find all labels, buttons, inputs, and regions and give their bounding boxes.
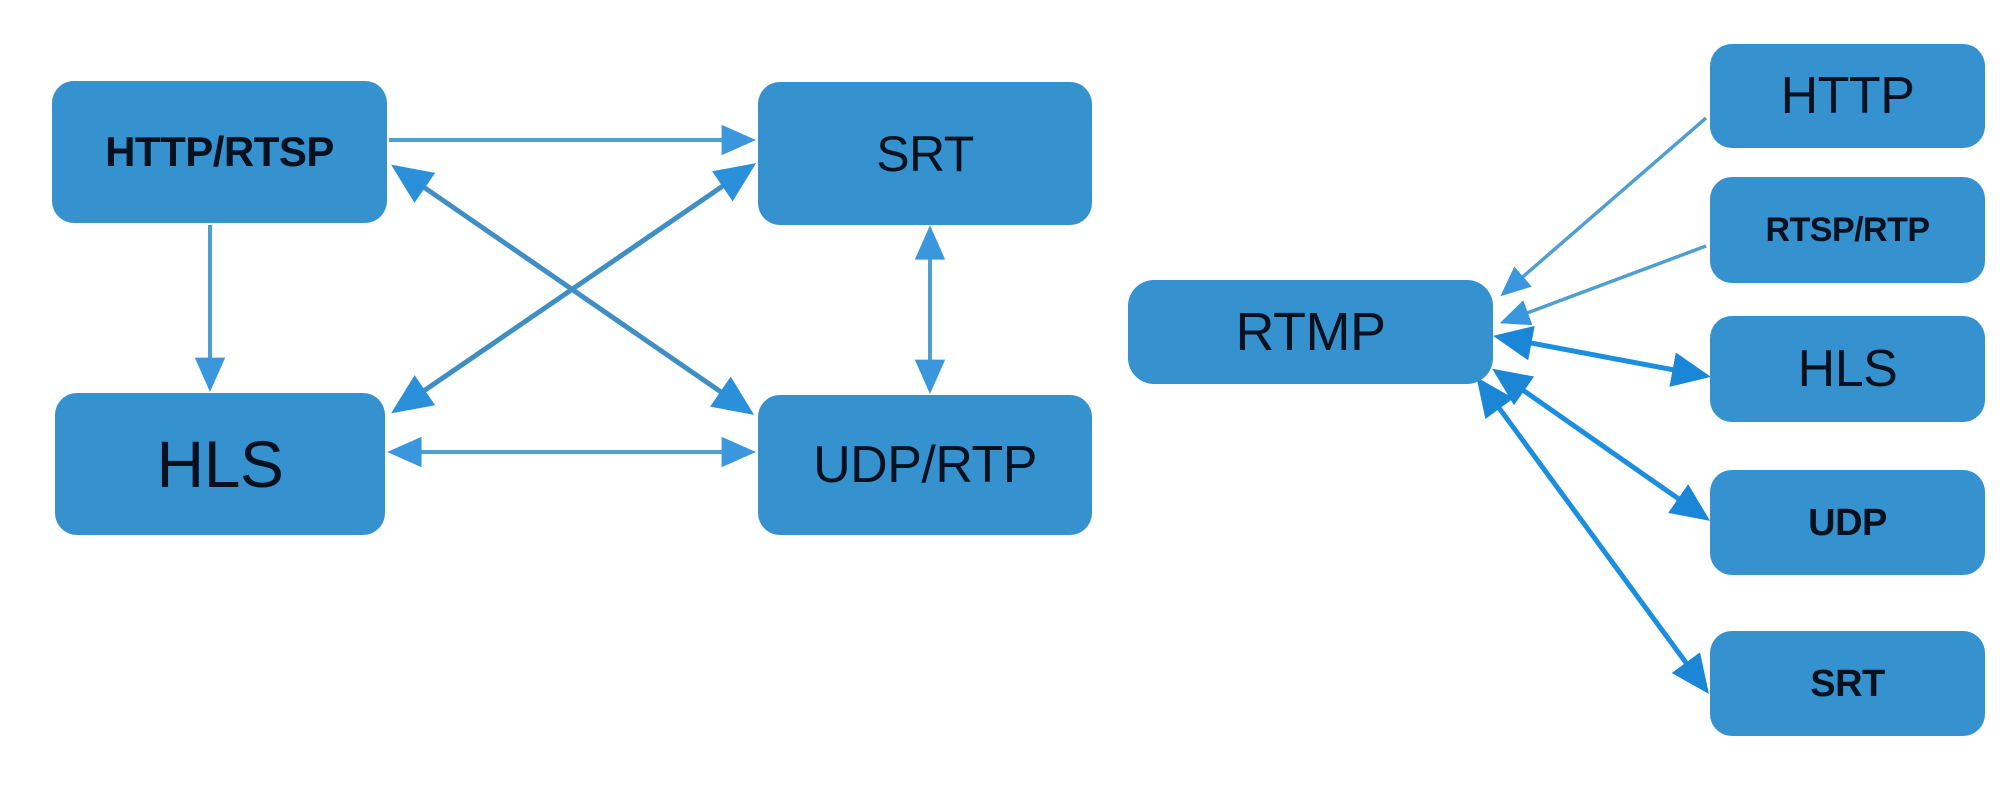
- node-rtmp[interactable]: RTMP: [1128, 280, 1493, 384]
- node-srt-right-label: SRT: [1810, 662, 1885, 705]
- node-rtmp-label: RTMP: [1235, 302, 1386, 362]
- node-http-right-label: HTTP: [1780, 67, 1915, 125]
- node-rtsp-rtp[interactable]: RTSP/RTP: [1710, 177, 1985, 283]
- node-http-rtsp-label: HTTP/RTSP: [105, 128, 334, 175]
- node-udp-rtp[interactable]: UDP/RTP: [758, 395, 1092, 535]
- edge-rtmp-to-hlsr: [1493, 325, 1711, 387]
- node-udp-right[interactable]: UDP: [1710, 470, 1985, 575]
- edge-rtmp-to-srtr: [1476, 377, 1709, 695]
- node-udp-rtp-label: UDP/RTP: [813, 436, 1037, 494]
- node-srt-left[interactable]: SRT: [758, 82, 1092, 225]
- node-http-right[interactable]: HTTP: [1710, 44, 1985, 148]
- node-hls-left-label: HLS: [156, 427, 284, 501]
- node-hls-right-label: HLS: [1797, 340, 1898, 398]
- edge-hls-to-srt: [391, 163, 757, 414]
- node-http-rtsp[interactable]: HTTP/RTSP: [52, 81, 387, 223]
- node-srt-left-label: SRT: [876, 125, 974, 182]
- node-udp-right-label: UDP: [1808, 501, 1887, 544]
- node-srt-right[interactable]: SRT: [1710, 631, 1985, 736]
- node-hls-left[interactable]: HLS: [55, 393, 385, 535]
- node-hls-right[interactable]: HLS: [1710, 316, 1985, 422]
- edge-http-to-rtmp: [1500, 116, 1708, 297]
- edge-rtsprtp-to-rtmp: [1499, 244, 1707, 326]
- node-rtsp-rtp-label: RTSP/RTP: [1765, 211, 1930, 249]
